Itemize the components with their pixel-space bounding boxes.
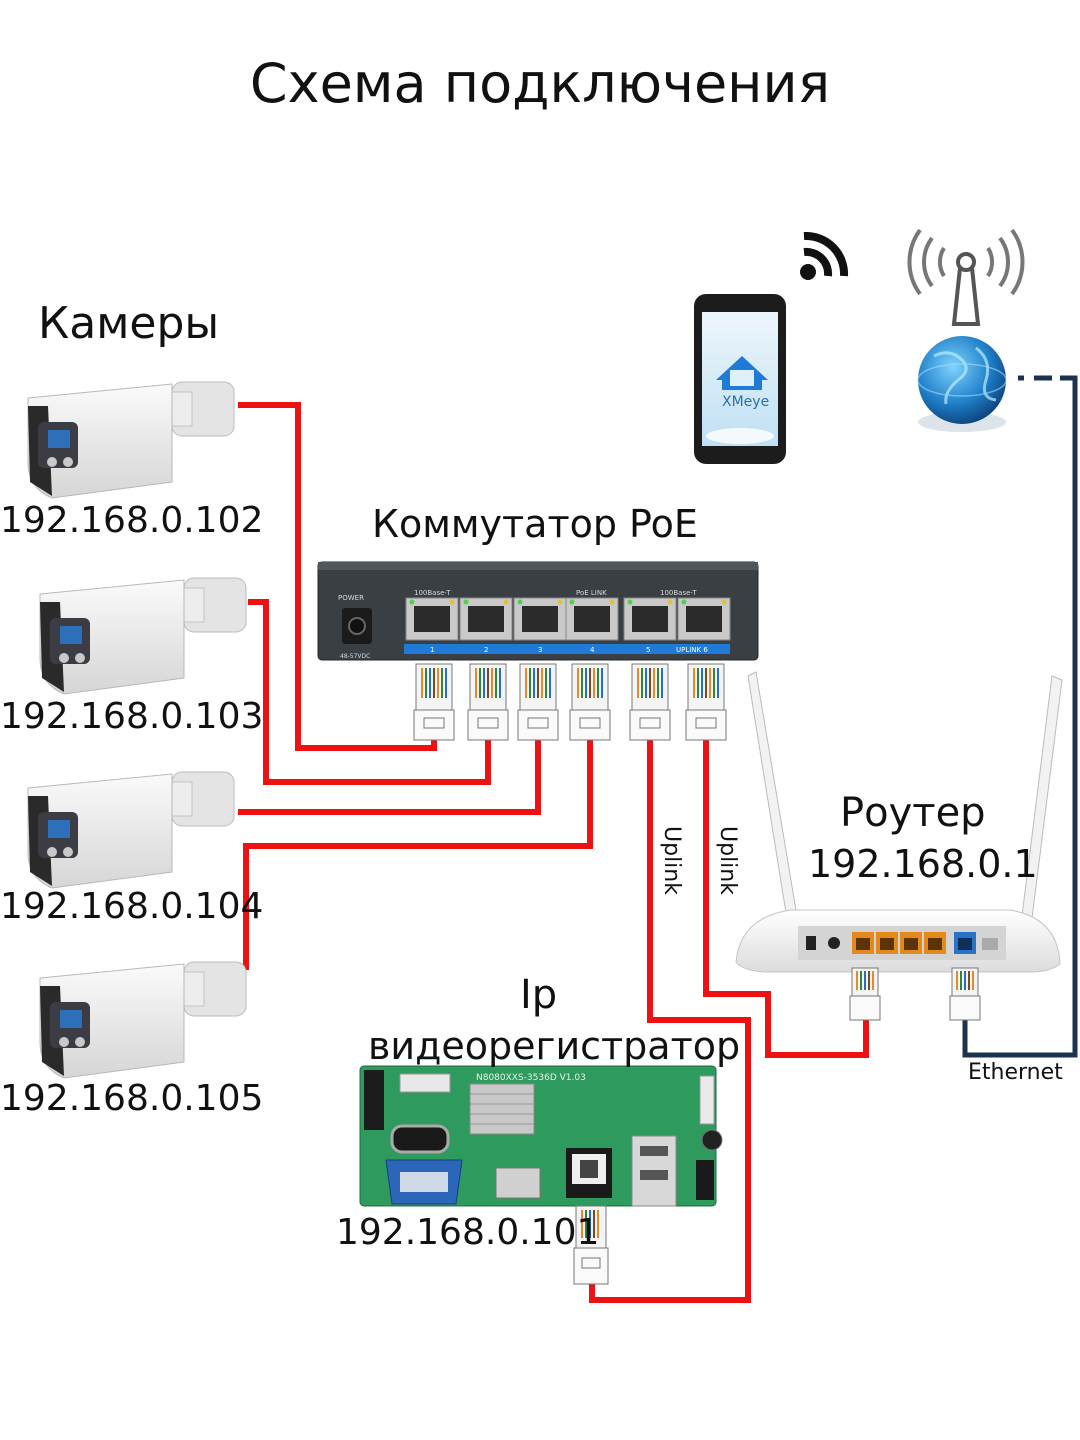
camera-1-ip: 192.168.0.102 [0, 500, 264, 541]
cable-camera-2 [248, 599, 491, 785]
router-title: Роутер [840, 790, 986, 836]
cable-camera-1 [238, 402, 437, 751]
xmeye-app-name: XMeye [722, 394, 769, 410]
heatsink [469, 1083, 535, 1135]
camera-3 [27, 771, 235, 889]
cameras-title: Камеры [38, 298, 220, 349]
rj45-connector [569, 663, 611, 741]
switch-ports [405, 597, 731, 641]
port-label-2: 2 [484, 646, 488, 654]
router-antenna-right [1019, 675, 1063, 935]
router-lan-ports [852, 932, 946, 954]
uplink-label-2: Uplink [715, 826, 740, 895]
left-group-label: 100Base-T [414, 589, 451, 597]
switch-title: Коммутатор PoE [372, 502, 698, 546]
camera-4 [39, 961, 247, 1079]
rj45-connector [573, 1205, 609, 1285]
nvr-board-label: N8080XXS-3536D V1.03 [476, 1073, 586, 1083]
nvr-ip: 192.168.0.101 [336, 1212, 600, 1253]
cable-uplink-router [703, 740, 869, 1058]
rj45-connector [467, 663, 509, 741]
router [735, 671, 1063, 973]
rj45-connector [413, 663, 455, 741]
rj45-connector [685, 663, 727, 741]
cable-camera-3 [238, 740, 541, 815]
cable-camera-4 [243, 740, 593, 970]
poe-link-label: PoE LINK [576, 589, 607, 597]
rj45-connector [629, 663, 671, 741]
page-title: Схема подключения [249, 52, 831, 115]
smartphone: XMeye [694, 294, 786, 464]
router-ip: 192.168.0.1 [808, 842, 1038, 886]
port-label-1: 1 [430, 646, 434, 654]
port-label-5: 5 [646, 646, 650, 654]
poe-cables [238, 402, 869, 1303]
camera-3-ip: 192.168.0.104 [0, 886, 264, 927]
voltage-label: 48-57VDC [340, 653, 370, 660]
switch-stripe [404, 644, 730, 654]
ethernet-cable [962, 375, 1078, 1058]
rj45-connector [517, 663, 559, 741]
port-label-6: UPLINK 6 [676, 646, 708, 654]
nvr-board: N8080XXS-3536D V1.03 [359, 1065, 723, 1207]
globe-icon [917, 336, 1007, 432]
hdmi-port [495, 1167, 541, 1199]
camera-4-ip: 192.168.0.105 [0, 1078, 264, 1119]
nvr-title-line2: видеорегистратор [368, 1024, 741, 1068]
switch-connectors [413, 663, 727, 741]
rj45-connector [949, 967, 981, 1021]
cable-uplink-nvr [589, 740, 751, 1303]
port-label-3: 3 [538, 646, 542, 654]
right-group-label: 100Base-T [660, 589, 697, 597]
camera-1 [27, 381, 235, 499]
antenna-tower-icon [907, 228, 1025, 326]
nvr-title-line1: Ip [520, 972, 558, 1018]
rj45-connector [849, 967, 881, 1021]
uplink-label-1: Uplink [659, 826, 684, 895]
camera-2 [39, 577, 247, 695]
router-antenna-left [747, 671, 801, 939]
power-label: POWER [338, 594, 364, 602]
poe-switch: POWER 48-57VDC 100Base-T PoE LINK 100Bas… [317, 561, 759, 661]
wifi-icon [800, 231, 849, 280]
ethernet-label: Ethernet [968, 1060, 1063, 1085]
port-label-4: 4 [590, 646, 595, 654]
camera-2-ip: 192.168.0.103 [0, 696, 264, 737]
